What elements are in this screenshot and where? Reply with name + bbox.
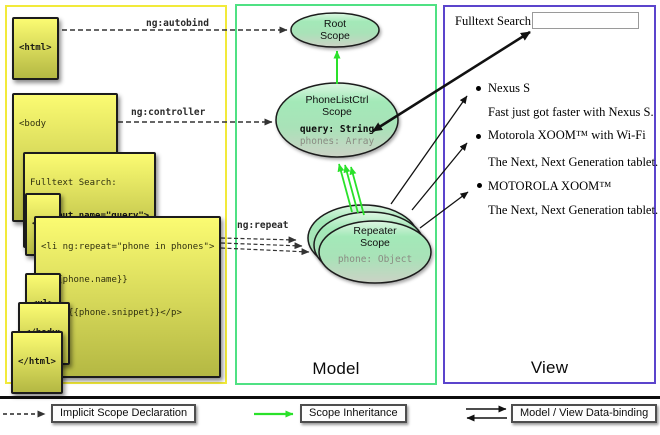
item-title: MOTOROLA XOOM™ bbox=[488, 179, 612, 193]
bullet-icon bbox=[476, 134, 481, 139]
query-property: query: String bbox=[299, 124, 375, 135]
item-title: Nexus S bbox=[488, 81, 531, 95]
repeater-scope-label: Repeater Scope phone: Object bbox=[320, 225, 430, 266]
legend-implicit-scope-declaration: Implicit Scope Declaration bbox=[51, 404, 197, 423]
controller-label: ng:controller bbox=[131, 107, 206, 118]
legend-model-view-data-binding: Model / View Data-binding bbox=[511, 404, 658, 423]
autobind-label: ng:autobind bbox=[146, 18, 209, 29]
fulltext-search-input[interactable] bbox=[532, 12, 639, 29]
html-close-tag-box: </html> bbox=[11, 331, 63, 394]
item-title: Motorola XOOM™ with Wi-Fi bbox=[488, 128, 646, 142]
bullet-icon bbox=[476, 86, 481, 91]
view-panel-label: View bbox=[530, 358, 569, 377]
legend-separator bbox=[0, 396, 660, 399]
item-desc: Fast just got faster with Nexus S. bbox=[488, 105, 654, 119]
phones-property: phones: Array bbox=[299, 136, 375, 147]
root-scope-label: Root Scope bbox=[320, 18, 350, 42]
legend-scope-inheritance: Scope Inheritance bbox=[300, 404, 407, 423]
view-panel: View bbox=[443, 5, 656, 384]
repeat-label: ng:repeat bbox=[237, 220, 289, 231]
item-desc: The Next, Next Generation tablet. bbox=[488, 203, 659, 217]
html-open-tag-box: <html> bbox=[12, 17, 59, 80]
phonelistctrl-scope-label: PhoneListCtrl Scope query: String phones… bbox=[277, 94, 397, 148]
fulltext-search-label: Fulltext Search: bbox=[455, 14, 535, 28]
model-panel-label: Model bbox=[312, 359, 360, 378]
item-desc: The Next, Next Generation tablet. bbox=[488, 155, 659, 169]
model-panel: Model bbox=[235, 4, 437, 385]
phone-property: phone: Object bbox=[337, 254, 413, 265]
bullet-icon bbox=[477, 183, 482, 188]
